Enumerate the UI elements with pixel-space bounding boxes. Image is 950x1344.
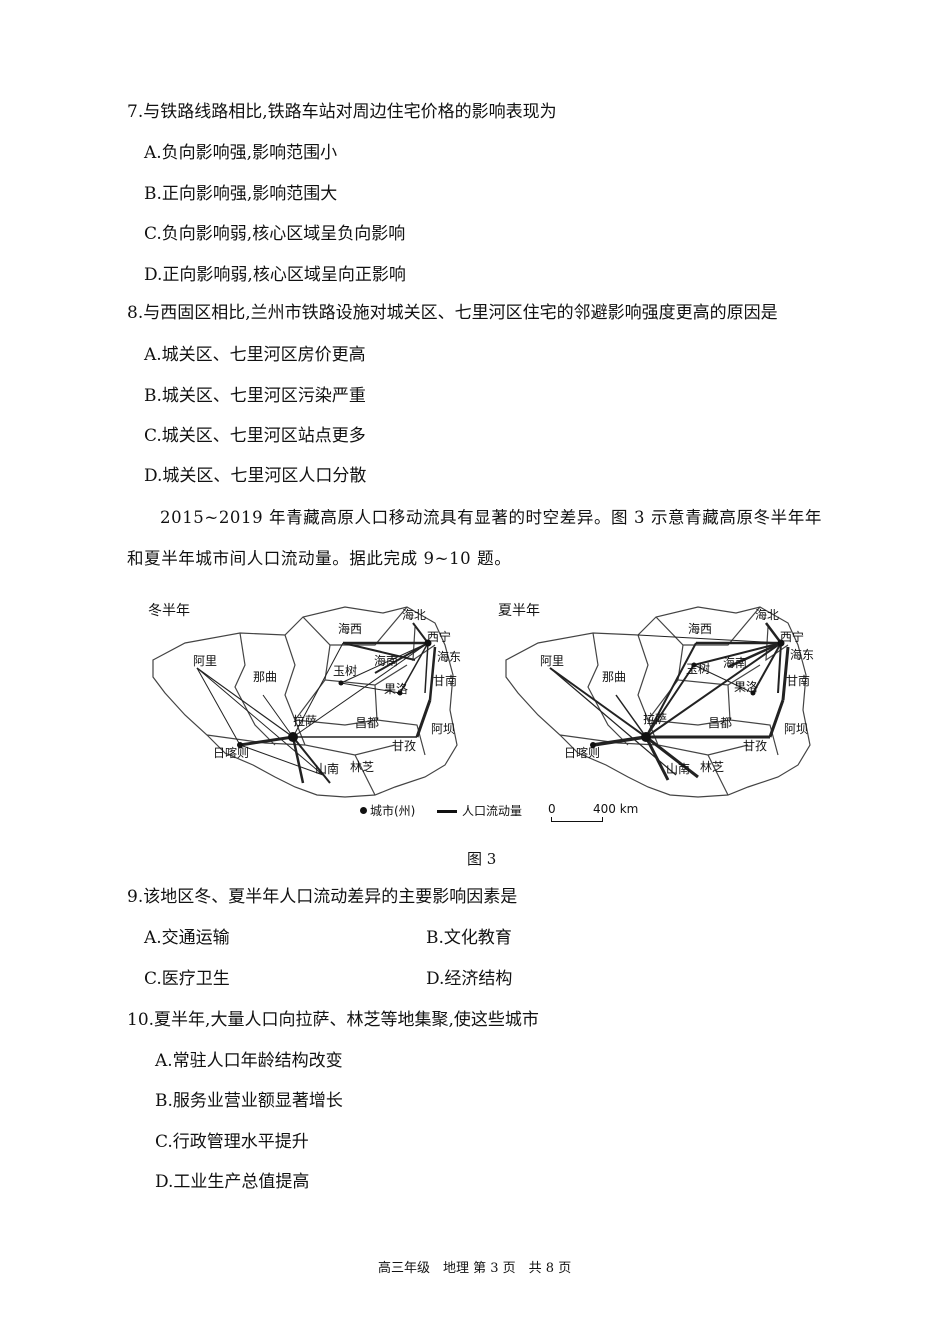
summer-label-xining: 西宁: [780, 629, 804, 644]
summer-label-haidong: 海东: [790, 647, 814, 662]
summer-label-guoluo: 果洛: [734, 679, 758, 694]
summer-label-naqu: 那曲: [602, 670, 626, 684]
summer-label-changdu: 昌都: [708, 716, 732, 730]
question-7-option-a[interactable]: A.负向影响强,影响范围小: [144, 143, 338, 163]
winter-label-yushu: 玉树: [333, 663, 357, 678]
summer-label-haibei: 海北: [755, 607, 779, 622]
legend-city-label: 城市(州): [370, 804, 416, 818]
summer-label-hainan: 海南: [723, 655, 747, 670]
figure-caption: 图 3: [467, 850, 497, 868]
summer-label-ganzi: 甘孜: [743, 739, 767, 753]
question-7-option-d[interactable]: D.正向影响弱,核心区域呈向正影响: [144, 265, 406, 285]
question-8-option-a[interactable]: A.城关区、七里河区房价更高: [144, 345, 366, 365]
scale-zero: 0: [548, 802, 556, 816]
question-8-option-c[interactable]: C.城关区、七里河区站点更多: [144, 426, 366, 446]
scale-bar: [551, 817, 603, 822]
question-9-option-a[interactable]: A.交通运输: [144, 928, 230, 948]
winter-label-ganzi: 甘孜: [392, 739, 416, 753]
question-10-option-b[interactable]: B.服务业营业额显著增长: [155, 1091, 343, 1111]
winter-label-lasa: 拉萨: [293, 713, 317, 728]
summer-label-yushu: 玉树: [686, 661, 710, 676]
winter-map-title: 冬半年: [148, 603, 190, 619]
question-9-stem: 9.该地区冬、夏半年人口流动差异的主要影响因素是: [127, 887, 518, 907]
summer-label-lasa: 拉萨: [643, 711, 667, 726]
question-8-option-b[interactable]: B.城关区、七里河区污染严重: [144, 386, 366, 406]
question-8-option-d[interactable]: D.城关区、七里河区人口分散: [144, 466, 367, 486]
summer-label-linzhi: 林芝: [700, 759, 724, 774]
winter-label-ali: 阿里: [193, 654, 217, 668]
legend: 城市(州) 人口流动量 0 400 km: [360, 802, 660, 822]
summer-map-title: 夏半年: [498, 603, 540, 619]
legend-city-marker: [360, 807, 367, 814]
question-9-option-b[interactable]: B.文化教育: [426, 928, 512, 948]
question-8-stem: 8.与西固区相比,兰州市铁路设施对城关区、七里河区住宅的邻避影响强度更高的原因是: [127, 303, 778, 323]
question-7-stem: 7.与铁路线路相比,铁路车站对周边住宅价格的影响表现为: [127, 102, 557, 122]
summer-label-gannan: 甘南: [786, 673, 810, 688]
question-9-option-d[interactable]: D.经济结构: [426, 969, 513, 989]
winter-label-hainan: 海南: [374, 653, 398, 668]
question-7-option-c[interactable]: C.负向影响弱,核心区域呈负向影响: [144, 224, 406, 244]
winter-label-gannan: 甘南: [433, 673, 457, 688]
winter-label-haibei: 海北: [402, 607, 426, 622]
winter-label-shannan: 山南: [315, 761, 339, 776]
question-10-option-a[interactable]: A.常驻人口年龄结构改变: [155, 1051, 343, 1071]
winter-flow-map: 阿里 那曲 海西 海北 西宁 海东 海南 玉树 果洛 甘南 拉萨 昌都 阿坝 甘…: [152, 606, 461, 798]
summer-label-ali: 阿里: [540, 654, 564, 668]
summer-label-shannan: 山南: [666, 761, 690, 776]
intro-line-1: 2015~2019 年青藏高原人口移动流具有显著的时空差异。图 3 示意青藏高原…: [160, 508, 822, 527]
intro-line-2: 和夏半年城市间人口流动量。据此完成 9~10 题。: [127, 549, 512, 568]
winter-label-xining: 西宁: [427, 629, 451, 644]
question-10-stem: 10.夏半年,大量人口向拉萨、林芝等地集聚,使这些城市: [127, 1010, 539, 1030]
winter-label-aba: 阿坝: [431, 722, 455, 736]
scale-distance: 400 km: [593, 802, 639, 816]
summer-label-aba: 阿坝: [784, 722, 808, 736]
winter-label-naqu: 那曲: [253, 670, 277, 684]
legend-flow-label: 人口流动量: [462, 804, 523, 818]
question-10-option-d[interactable]: D.工业生产总值提高: [155, 1172, 310, 1192]
winter-label-guoluo: 果洛: [384, 681, 408, 696]
question-7-option-b[interactable]: B.正向影响强,影响范围大: [144, 184, 338, 204]
legend-flow-line: [437, 810, 457, 813]
winter-label-changdu: 昌都: [355, 716, 379, 730]
question-9-option-c[interactable]: C.医疗卫生: [144, 969, 230, 989]
summer-label-haixi: 海西: [688, 621, 712, 636]
page-footer: 高三年级 地理 第 3 页 共 8 页: [378, 1261, 572, 1276]
winter-label-linzhi: 林芝: [350, 759, 374, 774]
winter-label-haixi: 海西: [338, 621, 362, 636]
summer-flow-map: 阿里 那曲 海西 海北 西宁 海东 海南 玉树 果洛 甘南 拉萨 昌都 阿坝 甘…: [505, 606, 814, 798]
winter-label-haidong: 海东: [437, 649, 461, 664]
winter-label-rikaze: 日喀则: [213, 746, 249, 760]
question-10-option-c[interactable]: C.行政管理水平提升: [155, 1132, 309, 1152]
summer-label-rikaze: 日喀则: [564, 746, 600, 760]
